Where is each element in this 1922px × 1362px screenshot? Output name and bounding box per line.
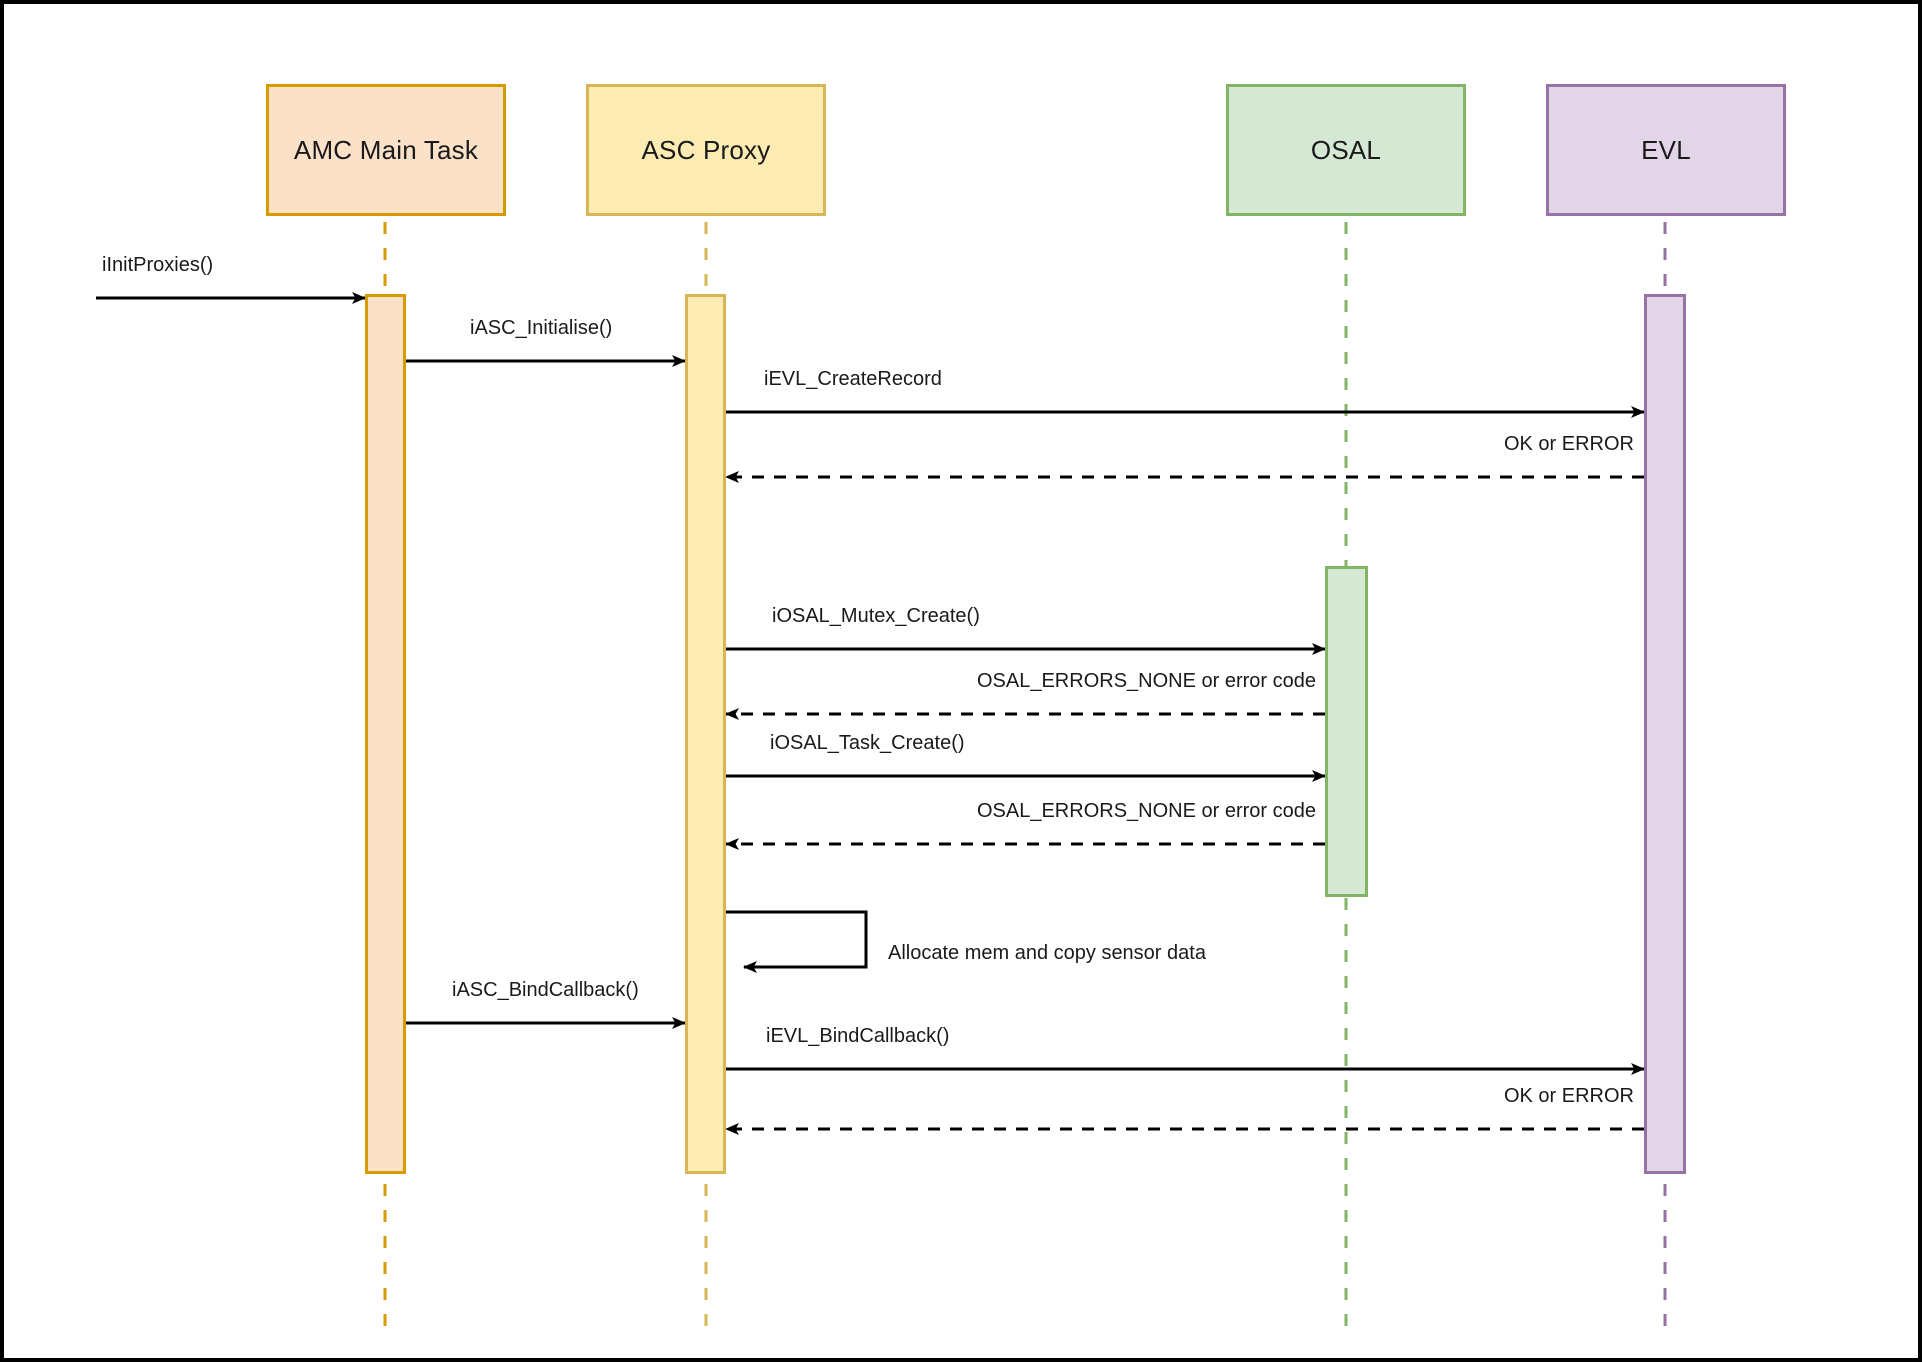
participant-amc[interactable]: AMC Main Task [266, 84, 506, 216]
message-label-m4: OK or ERROR [1503, 433, 1634, 455]
message-label-m11: iEVL_BindCallback() [766, 1025, 950, 1047]
participant-label-osal: OSAL [1310, 134, 1382, 165]
message-label-m5: iOSAL_Mutex_Create() [772, 605, 980, 627]
message-label-m6: OSAL_ERRORS_NONE or error code [976, 670, 1316, 692]
participant-evl[interactable]: EVL [1546, 84, 1786, 216]
participant-asc[interactable]: ASC Proxy [586, 84, 826, 216]
message-label-m8: OSAL_ERRORS_NONE or error code [976, 800, 1316, 822]
message-label-m7: iOSAL_Task_Create() [770, 732, 965, 754]
activation-bar-amc [365, 294, 406, 1174]
participant-label-amc: AMC Main Task [293, 134, 479, 165]
self-message-label-m9: Allocate mem and copy sensor data [888, 942, 1206, 964]
lifelines-group [383, 222, 1667, 1326]
participant-osal[interactable]: OSAL [1226, 84, 1466, 216]
activation-bar-evl [1644, 294, 1686, 1174]
participant-label-evl: EVL [1641, 134, 1691, 165]
messages-group [96, 292, 1645, 1135]
message-label-m12: OK or ERROR [1503, 1085, 1634, 1107]
message-label-m2: iASC_Initialise() [470, 317, 613, 339]
self-message-arrow-m9 [726, 910, 868, 973]
activation-bar-osal [1325, 566, 1368, 897]
message-label-m3: iEVL_CreateRecord [764, 368, 942, 390]
message-label-m1: iInitProxies() [102, 254, 214, 276]
activation-bar-asc [685, 294, 726, 1174]
message-label-m10: iASC_BindCallback() [452, 979, 639, 1001]
participant-label-asc: ASC Proxy [641, 134, 771, 165]
